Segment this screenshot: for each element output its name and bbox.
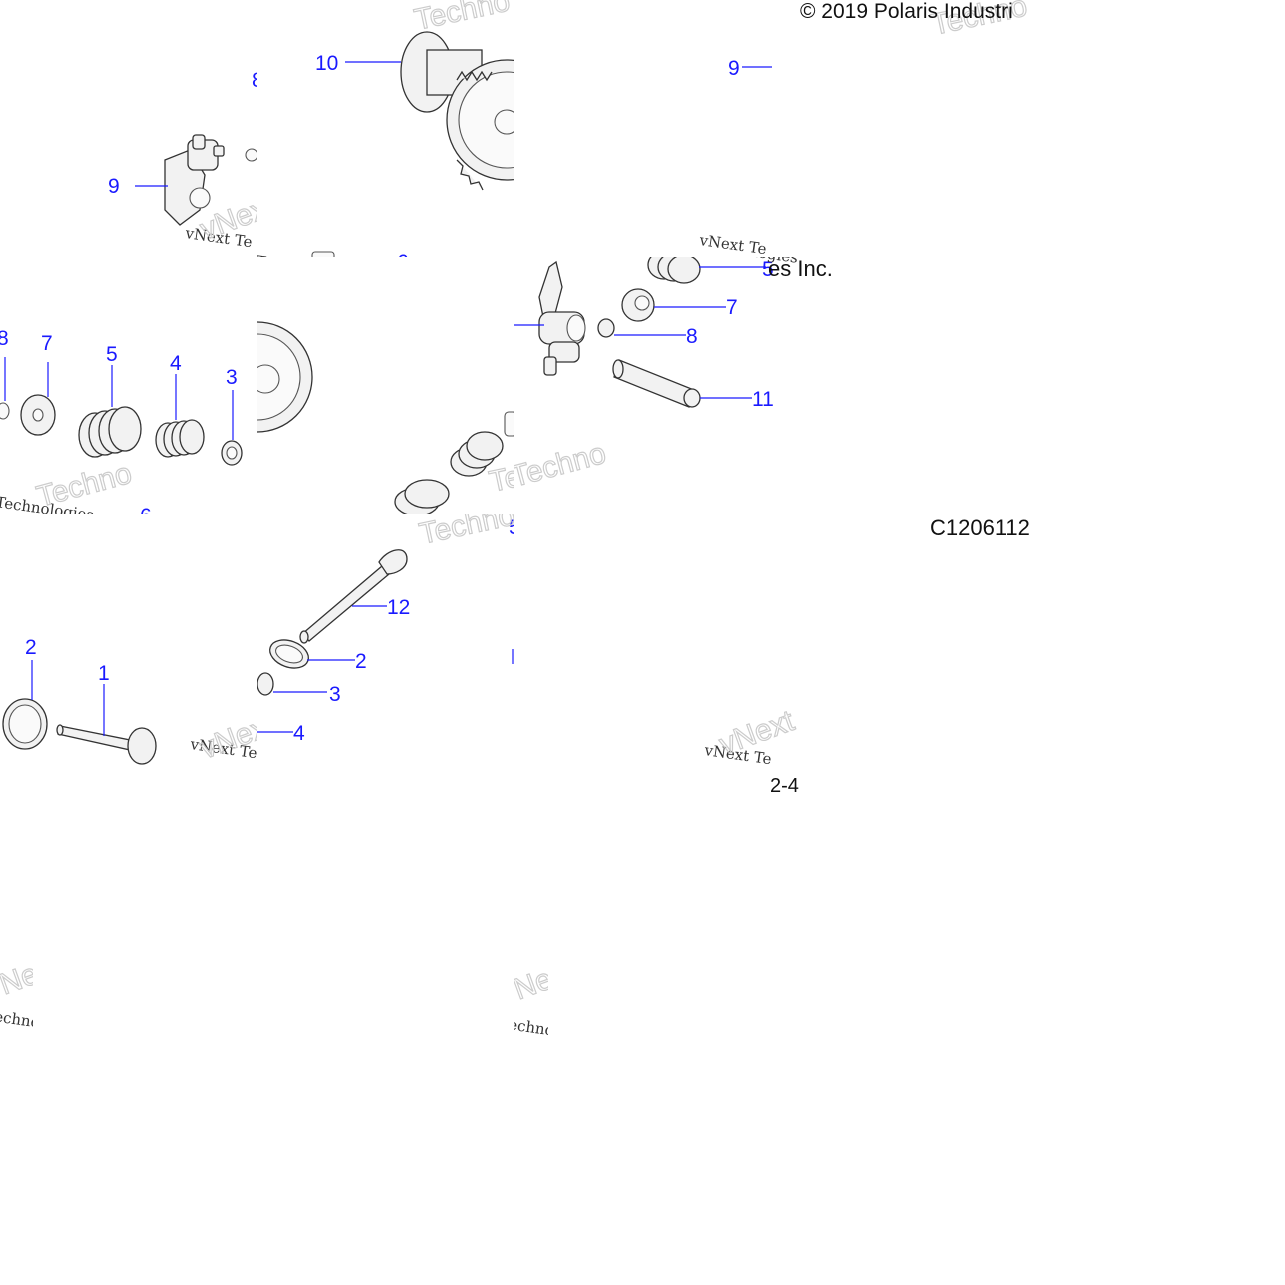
watermark-word-6: Techno — [417, 514, 514, 551]
spring-part — [394, 431, 504, 514]
tile-valve-springs: 8 7 5 4 3 6 Technologies Techno — [0, 257, 257, 514]
intake-valve-part — [56, 724, 157, 765]
callout-12: 12 — [387, 596, 410, 619]
outer-spring-part — [78, 406, 142, 458]
callout-9b: 9 — [728, 57, 740, 80]
watermark-tech-4: Technologies — [0, 1006, 33, 1030]
camshaft-part — [400, 31, 514, 191]
tile-gear: Techno — [257, 257, 514, 514]
valve-washer-part — [2, 698, 48, 750]
watermark-word: Techno — [412, 0, 513, 37]
callout-6-left: 6 — [140, 505, 152, 514]
tile-camshaft: 10 Techno 6 Technologies — [257, 0, 514, 257]
retainer-part — [20, 394, 56, 436]
callout-3-left: 3 — [226, 366, 238, 389]
fragment-inc-text: es Inc. — [768, 256, 833, 281]
callout-8-right: 8 — [686, 325, 698, 348]
figure-code-text: C1206112 — [930, 515, 1030, 540]
spring-part-right — [647, 257, 701, 284]
valve-washer-part-2 — [269, 639, 309, 669]
copyright-text: © 2019 Polaris Industri — [800, 0, 1013, 23]
rocker-shaft-part — [612, 359, 701, 408]
callout-5-mid: 5 — [509, 516, 514, 539]
callout-2-left: 2 — [25, 636, 37, 659]
callout-8: 8 — [252, 69, 257, 92]
retainer-part-right — [621, 288, 655, 322]
callout-9: 9 — [108, 175, 120, 198]
callout-2-right: 2 — [355, 650, 367, 673]
rocker-arm-part — [164, 134, 225, 226]
callout-1: 1 — [98, 662, 110, 685]
tile-valve-exhaust: 12 2 3 4 5 Techno — [257, 514, 514, 771]
watermark-text-2: vNext Te — [697, 231, 767, 257]
tile-wm-bottom-mid: vNext Technologies — [514, 970, 548, 1035]
callout-4-right: 4 — [293, 722, 305, 745]
tile-rocker-arm-left: 9 8 vNext Te vNext — [0, 0, 257, 257]
callout-5-right: 5 — [762, 258, 774, 281]
callout-5-left: 5 — [106, 343, 118, 366]
valve-seal-part — [221, 440, 243, 466]
callout-6: 6 — [397, 251, 409, 257]
callout-7-right: 7 — [726, 296, 738, 319]
tile-rocker-pin: 5 7 8 11 Technologies Techno — [514, 257, 1028, 514]
callout-11: 11 — [752, 388, 774, 411]
tile-wm-bottom-left: vNext Technologies — [0, 965, 33, 1030]
exhaust-valve-part — [299, 549, 408, 644]
tile-valve-intake: 2 1 vNext Te vNext — [0, 514, 257, 771]
watermark-tech-5: Technologies — [514, 1014, 548, 1035]
tile-right-top: 9 vNext Te Techno — [514, 0, 1028, 257]
watermark-brand-5: vNext — [514, 970, 548, 1012]
callout-8-left: 8 — [0, 327, 9, 350]
cam-gear-part — [257, 321, 313, 433]
watermark-brand-4: vNext — [0, 965, 33, 1007]
watermark-word-5: Techno — [514, 437, 609, 494]
nut-part — [245, 148, 257, 162]
callout-4-left: 4 — [170, 352, 182, 375]
callout-10: 10 — [315, 52, 338, 75]
inner-spring-part — [155, 419, 205, 458]
tile-bottom-right: vNext Te vNext — [514, 700, 804, 800]
callout-7-left: 7 — [41, 332, 53, 355]
callout-3-right: 3 — [329, 683, 341, 706]
fragment-page-text: 2-4 — [770, 775, 799, 797]
keeper-part-right — [597, 318, 615, 338]
rocker-arm-part-right — [538, 260, 586, 376]
